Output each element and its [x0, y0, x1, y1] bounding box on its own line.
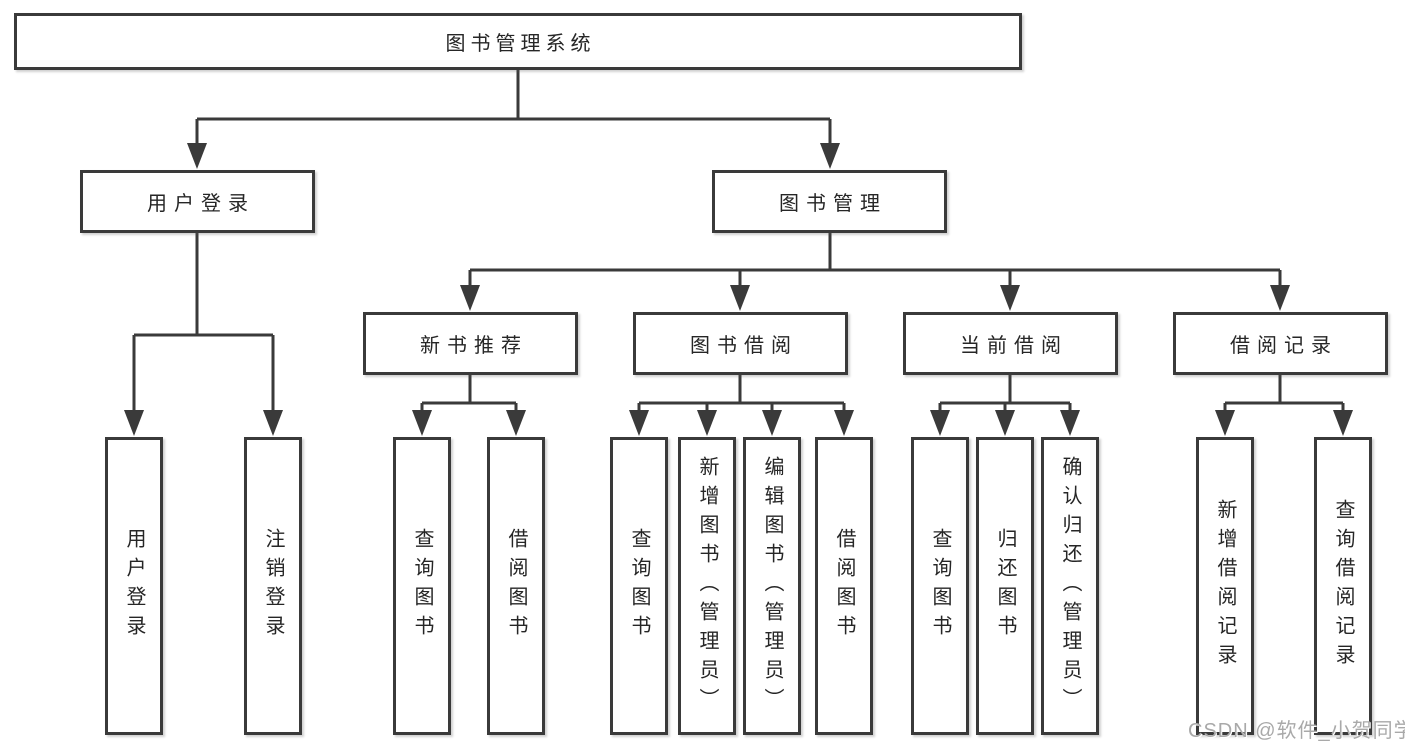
node-root: 图书管理系统 — [14, 13, 1022, 70]
node-book-management-label: 图书管理 — [779, 193, 887, 215]
arrow-down-icon — [1000, 285, 1020, 311]
leaf-edit-book-admin-label: 编辑图书（管理员） — [761, 455, 783, 717]
connector-borrow-records — [1223, 375, 1345, 414]
connector-book-borrow — [637, 375, 846, 414]
arrow-down-icon — [412, 410, 432, 436]
connector-root — [195, 70, 832, 150]
leaf-query-books-current-label: 查询图书 — [929, 528, 951, 644]
arrow-down-icon — [460, 285, 480, 311]
leaf-confirm-return-admin-label: 确认归还（管理员） — [1059, 455, 1081, 717]
csdn-watermark: CSDN @软件_小贺同学 — [1188, 720, 1405, 742]
node-current-borrow-label: 当前借阅 — [960, 335, 1068, 357]
arrow-down-icon — [1333, 410, 1353, 436]
leaf-query-books-borrow-label: 查询图书 — [628, 528, 650, 644]
node-current-borrow: 当前借阅 — [903, 312, 1118, 375]
arrow-down-icon — [1215, 410, 1235, 436]
leaf-query-books-recommend-label: 查询图书 — [411, 528, 433, 644]
node-book-borrow: 图书借阅 — [633, 312, 848, 375]
arrow-down-icon — [820, 143, 840, 169]
arrow-down-icon — [762, 410, 782, 436]
node-new-book-recommend: 新书推荐 — [363, 312, 578, 375]
leaf-add-book-admin-label: 新增图书（管理员） — [696, 455, 718, 717]
arrow-down-icon — [730, 285, 750, 311]
arrow-down-icon — [1060, 410, 1080, 436]
arrow-down-icon — [930, 410, 950, 436]
node-borrow-records: 借阅记录 — [1173, 312, 1388, 375]
arrow-down-icon — [1270, 285, 1290, 311]
leaf-logout: 注销登录 — [244, 437, 302, 735]
connector-new-book-recommend — [420, 375, 518, 414]
leaf-query-books-recommend: 查询图书 — [393, 437, 451, 735]
connector-current-borrow — [938, 375, 1072, 414]
arrow-down-icon — [124, 410, 144, 436]
leaf-query-borrow-record: 查询借阅记录 — [1314, 437, 1372, 735]
leaf-query-books-borrow: 查询图书 — [610, 437, 668, 735]
arrow-down-icon — [697, 410, 717, 436]
leaf-edit-book-admin: 编辑图书（管理员） — [743, 437, 801, 735]
node-user-login-label: 用户登录 — [147, 193, 255, 215]
leaf-add-book-admin: 新增图书（管理员） — [678, 437, 736, 735]
leaf-borrow-books-recommend-label: 借阅图书 — [505, 528, 527, 644]
leaf-logout-label: 注销登录 — [262, 528, 284, 644]
node-book-borrow-label: 图书借阅 — [690, 335, 798, 357]
node-new-book-recommend-label: 新书推荐 — [420, 335, 528, 357]
leaf-user-login-label: 用户登录 — [123, 528, 145, 644]
node-user-login: 用户登录 — [80, 170, 315, 233]
leaf-add-borrow-record-label: 新增借阅记录 — [1214, 499, 1236, 673]
leaf-borrow-books-recommend: 借阅图书 — [487, 437, 545, 735]
node-book-management: 图书管理 — [712, 170, 947, 233]
node-borrow-records-label: 借阅记录 — [1230, 335, 1338, 357]
arrow-down-icon — [506, 410, 526, 436]
connector-user-login — [132, 233, 275, 415]
connector-book-management — [468, 233, 1282, 290]
leaf-user-login: 用户登录 — [105, 437, 163, 735]
leaf-confirm-return-admin: 确认归还（管理员） — [1041, 437, 1099, 735]
leaf-add-borrow-record: 新增借阅记录 — [1196, 437, 1254, 735]
arrow-down-icon — [995, 410, 1015, 436]
leaf-return-book-label: 归还图书 — [994, 528, 1016, 644]
leaf-query-borrow-record-label: 查询借阅记录 — [1332, 499, 1354, 673]
arrow-down-icon — [187, 143, 207, 169]
node-root-label: 图书管理系统 — [445, 33, 596, 55]
arrow-down-icon — [263, 410, 283, 436]
leaf-return-book: 归还图书 — [976, 437, 1034, 735]
arrow-down-icon — [834, 410, 854, 436]
leaf-query-books-current: 查询图书 — [911, 437, 969, 735]
arrow-down-icon — [629, 410, 649, 436]
leaf-borrow-books: 借阅图书 — [815, 437, 873, 735]
leaf-borrow-books-label: 借阅图书 — [833, 528, 855, 644]
